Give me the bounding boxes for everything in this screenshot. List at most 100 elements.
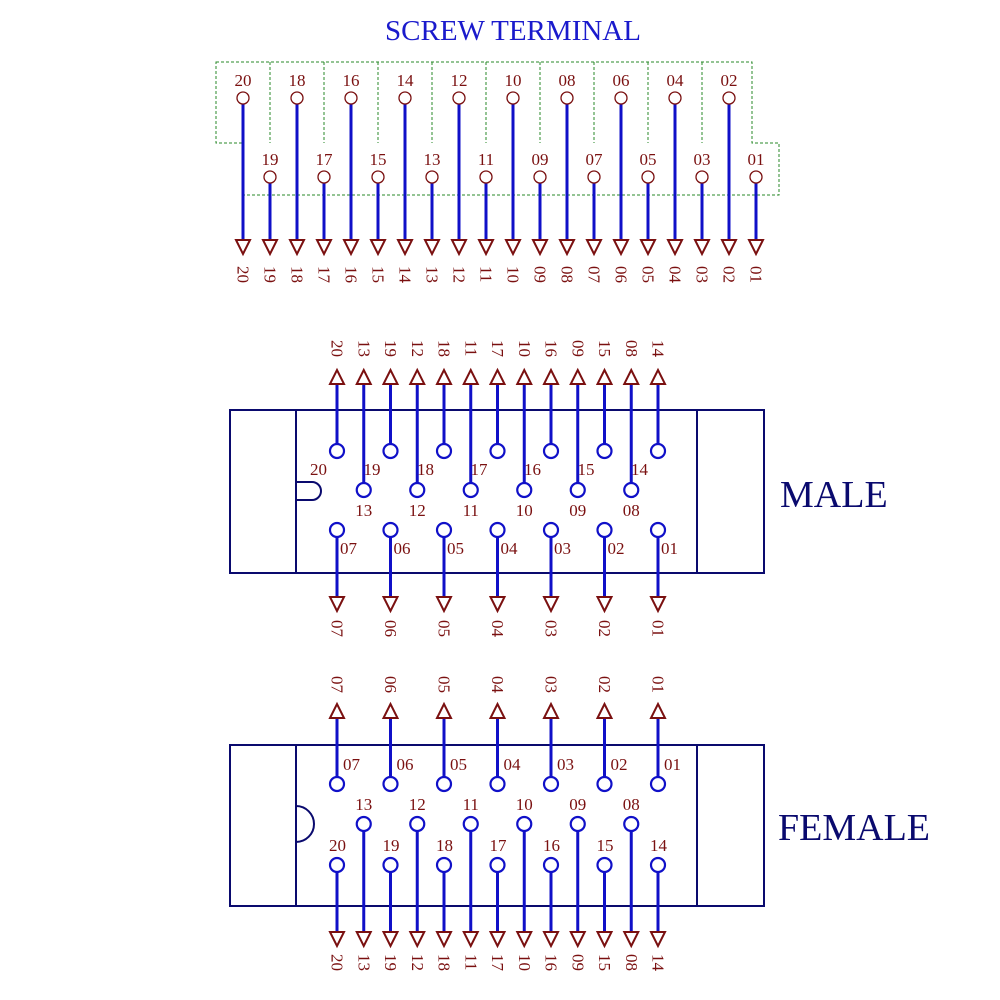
connector-pin-number: 06: [397, 755, 414, 774]
arrow-up-icon: [488, 367, 507, 385]
connector-pin-number: 11: [463, 795, 479, 814]
terminal-output-number: 14: [396, 266, 415, 284]
arrow-down-icon: [288, 239, 306, 257]
terminal-output-number: 04: [666, 266, 685, 284]
arrow-down-icon: [569, 931, 587, 949]
terminal-output-number: 06: [612, 266, 631, 283]
arrow-down-icon: [435, 596, 453, 614]
arrow-up-icon: [408, 367, 426, 385]
connector-pin: [569, 481, 586, 499]
arrow-down-icon: [720, 239, 738, 257]
connector-output-number: 18: [435, 954, 454, 971]
connector-pin-number: 12: [409, 501, 426, 520]
arrow-up-icon: [435, 367, 453, 385]
connector-pin: [382, 856, 399, 874]
terminal-output-number: 08: [558, 266, 577, 283]
connector-output-number: 12: [408, 954, 427, 971]
screw-pin: [722, 91, 736, 105]
terminal-output-number: 02: [720, 266, 739, 283]
terminal-output-number: 17: [315, 266, 334, 284]
connector-output-number: 10: [515, 954, 534, 971]
screw-pin: [695, 170, 709, 184]
connector-output-number: 06: [381, 676, 400, 693]
connector-pin: [435, 856, 453, 874]
arrow-up-icon: [328, 701, 346, 719]
screw-pin: [398, 91, 412, 105]
arrow-down-icon: [369, 239, 387, 257]
connector-pin: [649, 856, 667, 874]
connector-pin: [649, 775, 667, 793]
arrow-down-icon: [612, 239, 630, 257]
connector-pin-number: 07: [340, 539, 358, 558]
connector-pin-number: 19: [383, 836, 400, 855]
screw-pin: [641, 170, 655, 184]
screw-pin-number: 07: [586, 150, 604, 169]
arrow-down-icon: [381, 596, 400, 614]
connector-output-number: 19: [381, 340, 400, 357]
connector-pin: [328, 775, 346, 793]
connector-output-number: 01: [649, 620, 668, 637]
arrow-down-icon: [328, 596, 346, 614]
screw-pin: [371, 170, 385, 184]
connector-pin: [596, 856, 613, 874]
terminal-output-number: 18: [288, 266, 307, 283]
arrow-down-icon: [381, 931, 400, 949]
screw-pin-number: 14: [397, 71, 415, 90]
arrow-down-icon: [396, 239, 414, 257]
screw-pin: [533, 170, 547, 184]
arrow-down-icon: [504, 239, 522, 257]
terminal-output-number: 05: [639, 266, 658, 283]
screw-pin-number: 17: [316, 150, 334, 169]
screw-pin: [452, 91, 466, 105]
arrow-down-icon: [595, 931, 614, 949]
connector-output-number: 10: [515, 340, 534, 357]
connector-pin-number: 05: [447, 539, 464, 558]
arrow-down-icon: [450, 239, 468, 257]
connector-pin-number: 16: [543, 836, 560, 855]
screw-pin-number: 13: [424, 150, 441, 169]
terminal-output-number: 07: [585, 266, 604, 284]
connector-output-number: 15: [595, 340, 614, 357]
screw-pin: [479, 170, 493, 184]
arrow-down-icon: [639, 239, 657, 257]
arrow-up-icon: [649, 367, 667, 385]
connector-pin: [649, 521, 667, 539]
connector-pin: [569, 815, 586, 833]
screw-pin-number: 10: [505, 71, 522, 90]
screw-pin: [263, 170, 277, 184]
screw-pin-number: 08: [559, 71, 576, 90]
screw-pin-number: 19: [262, 150, 279, 169]
connector-pin-number: 04: [501, 539, 519, 558]
terminal-output-number: 16: [342, 266, 361, 283]
arrow-down-icon: [261, 239, 279, 257]
screw-pin-number: 20: [235, 71, 252, 90]
arrow-down-icon: [558, 239, 576, 257]
arrow-up-icon: [381, 701, 400, 719]
arrow-up-icon: [355, 367, 373, 385]
connector-pin-number: 01: [661, 539, 678, 558]
connector-output-number: 17: [488, 954, 507, 972]
connector-output-number: 16: [542, 340, 561, 357]
screw-pin-number: 04: [667, 71, 685, 90]
connector-pin-number: 20: [329, 836, 346, 855]
connector-pin-number: 16: [524, 460, 541, 479]
connector-output-number: 09: [568, 340, 587, 357]
arrow-up-icon: [595, 367, 614, 385]
terminal-output-number: 15: [369, 266, 388, 283]
terminal-output-number: 13: [423, 266, 442, 283]
connector-output-number: 02: [595, 676, 614, 693]
connector-pin: [649, 442, 667, 460]
connector-pin: [462, 815, 479, 833]
connector-output-number: 13: [354, 340, 373, 357]
arrow-down-icon: [747, 239, 765, 257]
connector-output-number: 07: [328, 620, 347, 638]
arrow-up-icon: [462, 367, 480, 385]
connector-pin-number: 04: [504, 755, 522, 774]
arrow-up-icon: [649, 701, 667, 719]
arrow-up-icon: [595, 701, 614, 719]
arrow-down-icon: [234, 239, 252, 257]
connector-pin: [328, 856, 346, 874]
arrow-down-icon: [622, 931, 640, 949]
connector-pin: [596, 521, 613, 539]
